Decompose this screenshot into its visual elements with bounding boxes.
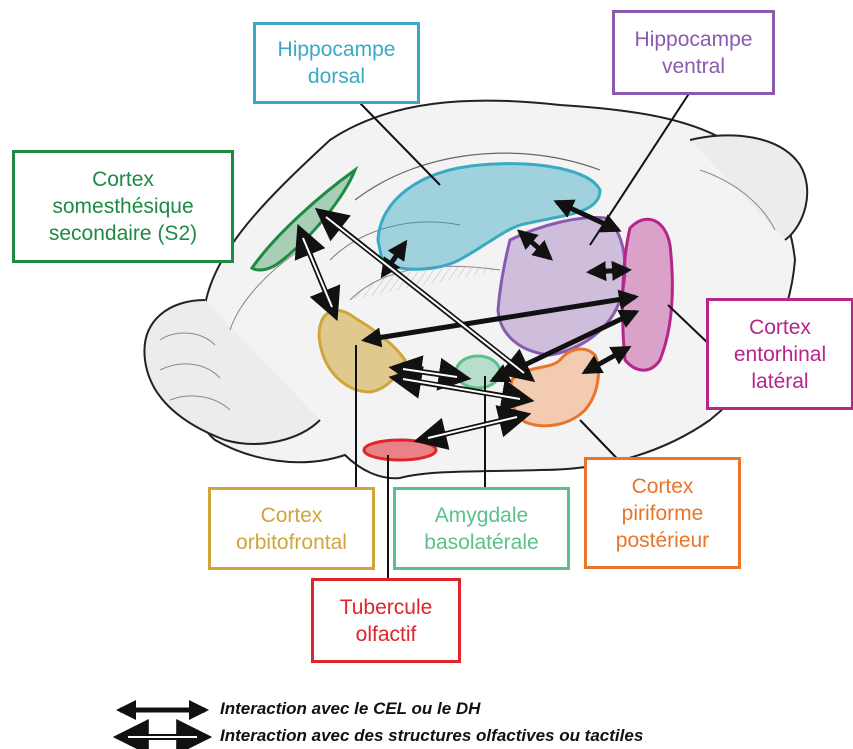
label-amygdale: Amygdale basolatérale — [393, 487, 570, 570]
label-cortex-entorhinal-text: Cortex entorhinal latéral — [734, 314, 826, 395]
label-cortex-piriforme: Cortex piriforme postérieur — [584, 457, 741, 569]
label-hippocampe-ventral: Hippocampe ventral — [612, 10, 775, 95]
label-tubercule-text: Tubercule olfactif — [340, 594, 433, 648]
label-cortex-entorhinal: Cortex entorhinal latéral — [706, 298, 853, 410]
region-tubercule — [364, 440, 436, 460]
label-cortex-s2: Cortex somesthésique secondaire (S2) — [12, 150, 234, 263]
label-cortex-piriforme-text: Cortex piriforme postérieur — [616, 473, 709, 554]
label-cortex-s2-text: Cortex somesthésique secondaire (S2) — [49, 166, 197, 247]
region-amygdale — [456, 356, 500, 388]
label-hippocampe-ventral-text: Hippocampe ventral — [635, 26, 753, 80]
label-hippocampe-dorsal-text: Hippocampe dorsal — [278, 36, 396, 90]
label-amygdale-text: Amygdale basolatérale — [424, 502, 538, 556]
label-hippocampe-dorsal: Hippocampe dorsal — [253, 22, 420, 104]
legend-solid-text: Interaction avec le CEL ou le DH — [220, 699, 480, 719]
label-tubercule: Tubercule olfactif — [311, 578, 461, 663]
legend-hollow-text: Interaction avec des structures olfactiv… — [220, 726, 643, 746]
label-cortex-orbitofrontal-text: Cortex orbitofrontal — [236, 502, 347, 556]
label-cortex-orbitofrontal: Cortex orbitofrontal — [208, 487, 375, 570]
region-cortex-entorhinal — [623, 219, 673, 370]
brain-outline — [144, 101, 807, 479]
